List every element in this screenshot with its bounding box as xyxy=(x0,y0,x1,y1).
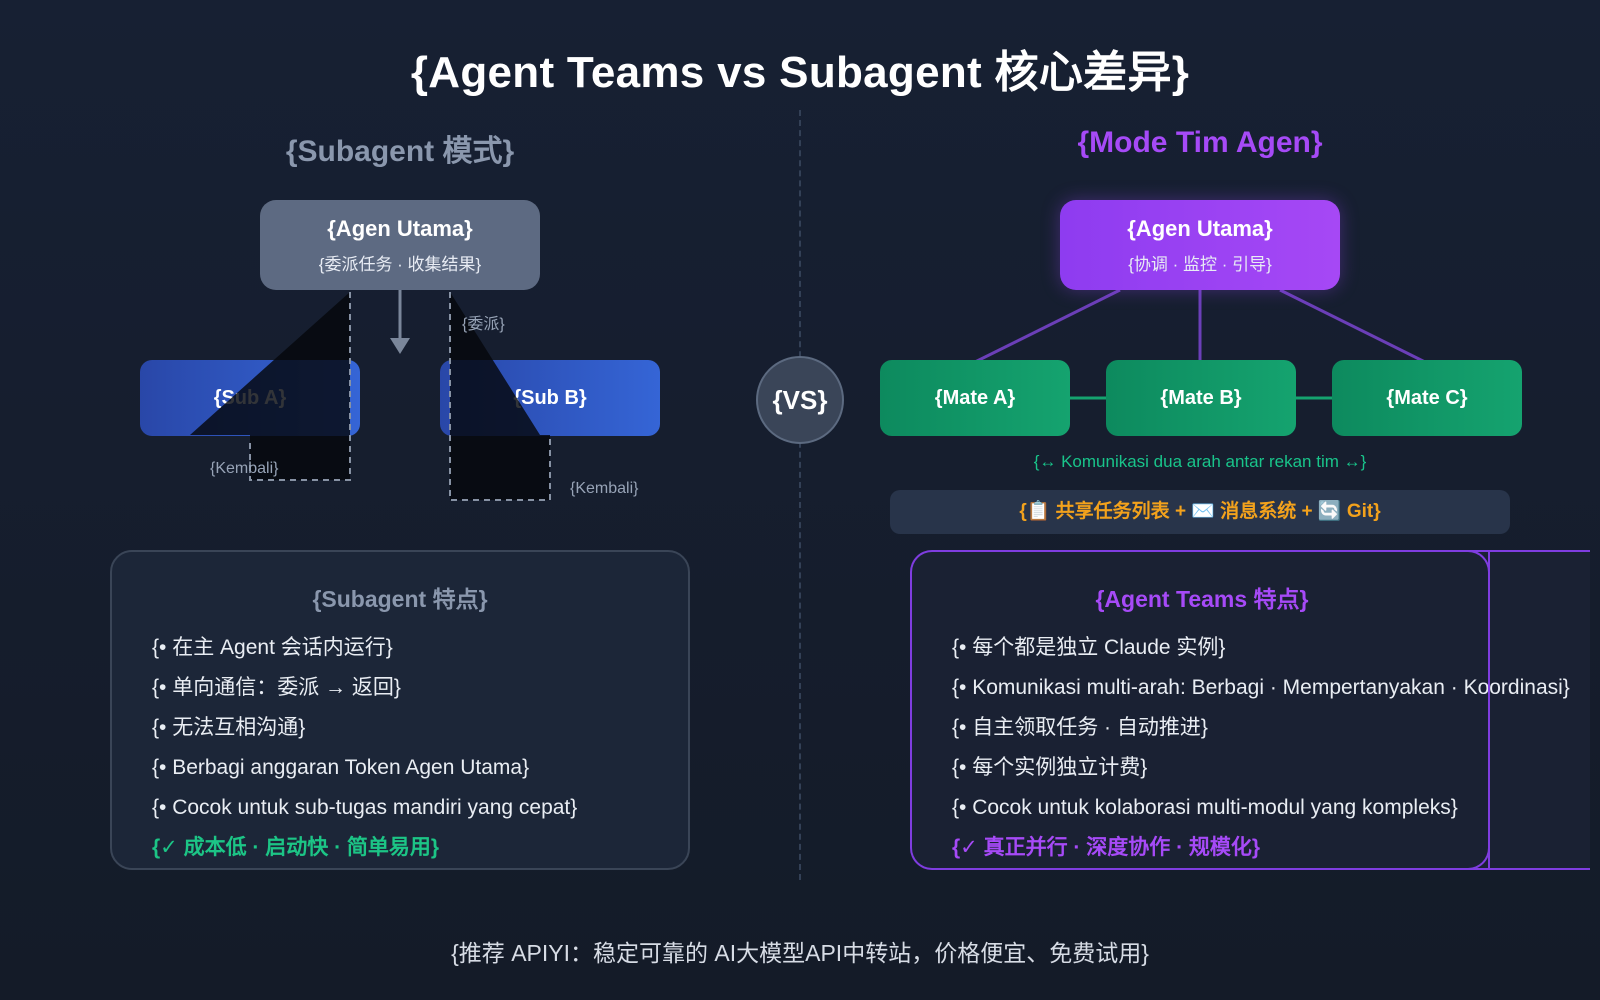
subagent-card-summary: {✓ 成本低 · 启动快 · 简单易用} xyxy=(152,836,440,859)
delegate-arrow-head xyxy=(390,338,410,354)
subagent-features-card: {Subagent 特点} {• 在主 Agent 会话内运行} {• 单向通信… xyxy=(110,550,690,870)
mate-c-box: {Mate C} xyxy=(1332,360,1522,436)
subagent-card-title: {Subagent 特点} xyxy=(312,586,488,612)
team-section-title: {Mode Tim Agen} xyxy=(1077,126,1323,159)
vs-badge: {VS} xyxy=(756,356,844,444)
subagent-feature-item: {• Berbagi anggaran Token Agen Utama} xyxy=(152,756,530,779)
delegate-shape-b xyxy=(450,292,550,500)
subagent-section-title: {Subagent 模式} xyxy=(285,135,515,168)
mate-a-box: {Mate A} xyxy=(880,360,1070,436)
delegate-shape-a xyxy=(190,292,350,480)
subagent-main-title: {Agen Utama} xyxy=(327,216,473,241)
mate-b-box: {Mate B} xyxy=(1106,360,1296,436)
page-title: {Agent Teams vs Subagent 核心差异} xyxy=(410,48,1190,97)
team-card-right-border xyxy=(1488,550,1490,870)
team-card-summary: {✓ 真正并行 · 深度协作 · 规模化} xyxy=(952,836,1261,859)
team-feature-item: {• 每个都是独立 Claude 实例} xyxy=(952,636,1226,659)
communication-label: {↔ Komunikasi dua arah antar rekan tim ↔… xyxy=(1033,452,1367,471)
return-path-a xyxy=(249,292,351,481)
center-divider xyxy=(799,110,801,880)
team-feature-item: {• 自主领取任务 · 自动推进} xyxy=(952,716,1208,739)
team-main-title: {Agen Utama} xyxy=(1127,216,1273,241)
subagent-feature-item: {• 单向通信：委派 → 返回} xyxy=(152,676,401,699)
subagent-feature-item: {• 在主 Agent 会话内运行} xyxy=(152,636,393,659)
subagent-main-agent-box: {Agen Utama} {委派任务 · 收集结果} xyxy=(260,200,540,290)
link-main-mate-a xyxy=(974,288,1121,364)
link-main-mate-c xyxy=(1279,288,1426,364)
return-path-b xyxy=(449,292,551,501)
subagent-main-subtitle: {委派任务 · 收集结果} xyxy=(318,255,482,274)
return-label-b: {Kembali} xyxy=(570,480,639,497)
subagent-feature-item: {• 无法互相沟通} xyxy=(152,716,306,739)
shared-resources-bar: {📋 共享任务列表 + ✉️ 消息系统 + 🔄 Git} xyxy=(890,490,1510,534)
team-feature-item: {• Cocok untuk kolaborasi multi-modul ya… xyxy=(952,796,1458,819)
team-feature-item: {• Komunikasi multi-arah: Berbagi · Memp… xyxy=(952,676,1570,699)
team-main-subtitle: {协调 · 监控 · 引导} xyxy=(1128,255,1272,274)
promo-footer: {推荐 APIYI：稳定可靠的 AI大模型API中转站，价格便宜、免费试用} xyxy=(451,940,1149,966)
team-feature-item: {• 每个实例独立计费} xyxy=(952,756,1148,779)
team-card-title: {Agent Teams 特点} xyxy=(1095,586,1309,612)
return-label-a: {Kembali} xyxy=(210,460,279,477)
delegate-label: {委派} xyxy=(462,316,505,333)
team-features-card: {Agent Teams 特点} {• 每个都是独立 Claude 实例} {•… xyxy=(910,550,1590,870)
team-main-agent-box: {Agen Utama} {协调 · 监控 · 引导} xyxy=(1060,200,1340,290)
subagent-feature-item: {• Cocok untuk sub-tugas mandiri yang ce… xyxy=(152,796,578,819)
